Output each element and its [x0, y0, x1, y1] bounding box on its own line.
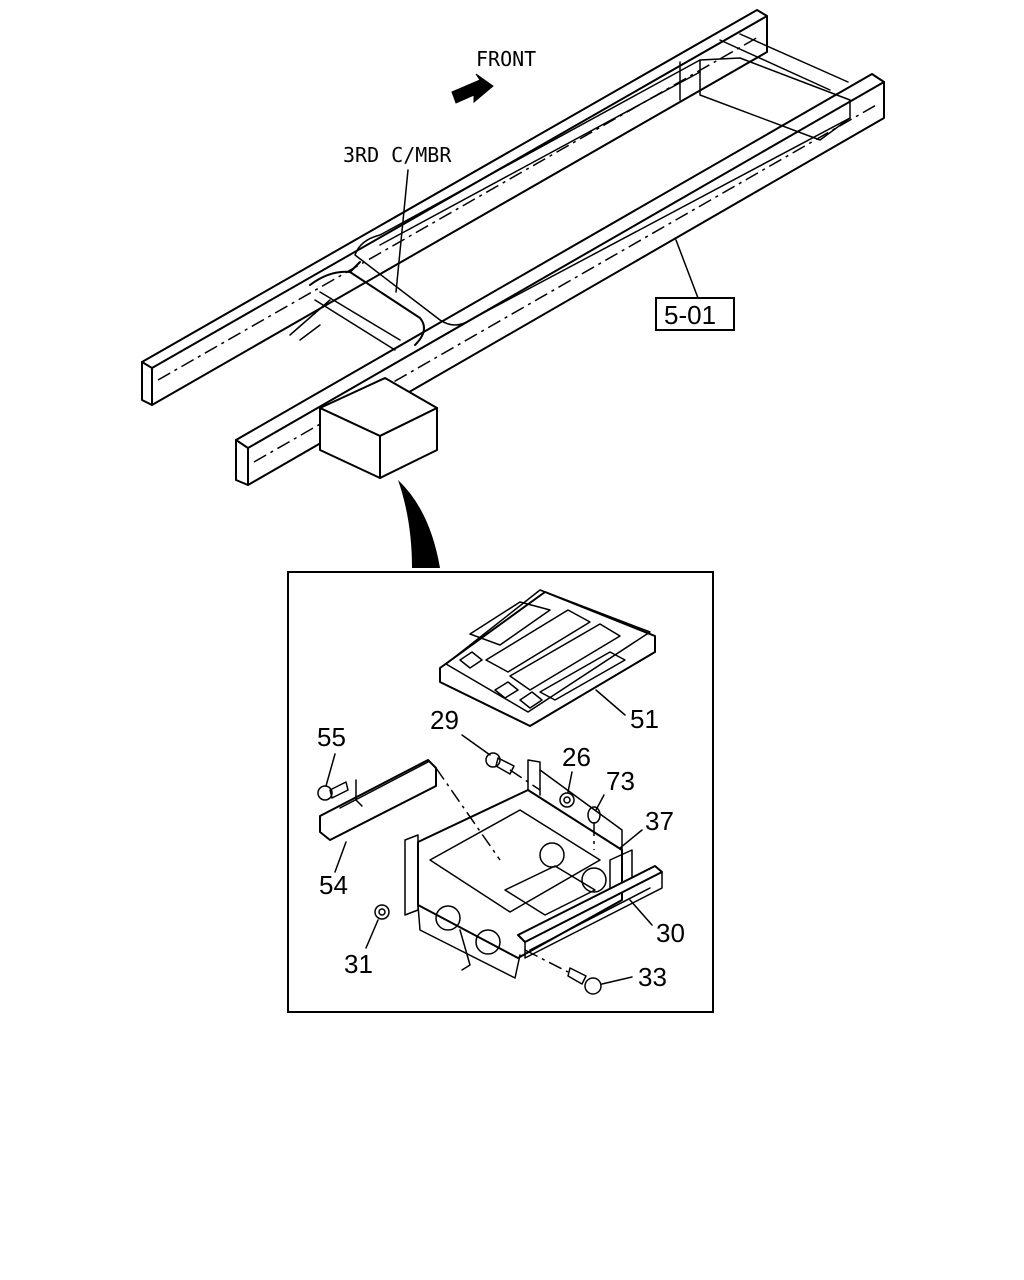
leader-37: [619, 829, 643, 849]
callout-33: 33: [638, 962, 667, 992]
align-line-a: [435, 767, 501, 861]
leader-33: [601, 976, 633, 985]
leader-51: [595, 689, 626, 716]
bolt-29: [485, 752, 515, 775]
callout-26: 26: [562, 742, 591, 772]
callout-29: 29: [430, 705, 459, 735]
nut-26: [559, 792, 575, 808]
chassis-frame: [141, 9, 885, 486]
ecu-unit: [439, 589, 656, 727]
leader-31: [365, 919, 379, 949]
callout-73: 73: [606, 766, 635, 796]
align-line-b: [509, 769, 541, 791]
nut-31: [374, 904, 390, 920]
frame-ref-label: 5-01: [664, 300, 716, 330]
leader-29: [461, 734, 491, 756]
leader-54: [334, 841, 347, 873]
callout-54: 54: [319, 870, 348, 900]
front-label: FRONT: [476, 47, 536, 71]
front-arrow-icon: [451, 73, 494, 104]
callout-55: 55: [317, 722, 346, 752]
callout-37: 37: [645, 806, 674, 836]
leader-55: [325, 753, 336, 787]
frame-ref-box: [655, 297, 735, 331]
ecu-location-box: [319, 377, 438, 479]
cross-member-label: 3RD C/MBR: [343, 143, 452, 167]
frame-ref-leader: [675, 239, 699, 299]
callout-30: 30: [656, 918, 685, 948]
bolt-33: [567, 967, 602, 995]
leader-73: [595, 794, 605, 811]
bolt-55: [317, 781, 349, 801]
cross-member-leader: [395, 169, 409, 293]
leader-26: [567, 771, 573, 793]
align-line-d: [524, 949, 569, 973]
callout-31: 31: [344, 949, 373, 979]
callout-51: 51: [630, 704, 659, 734]
plate-bracket: [319, 759, 437, 841]
detail-pointer-icon: [398, 480, 440, 568]
leader-30: [629, 899, 653, 926]
